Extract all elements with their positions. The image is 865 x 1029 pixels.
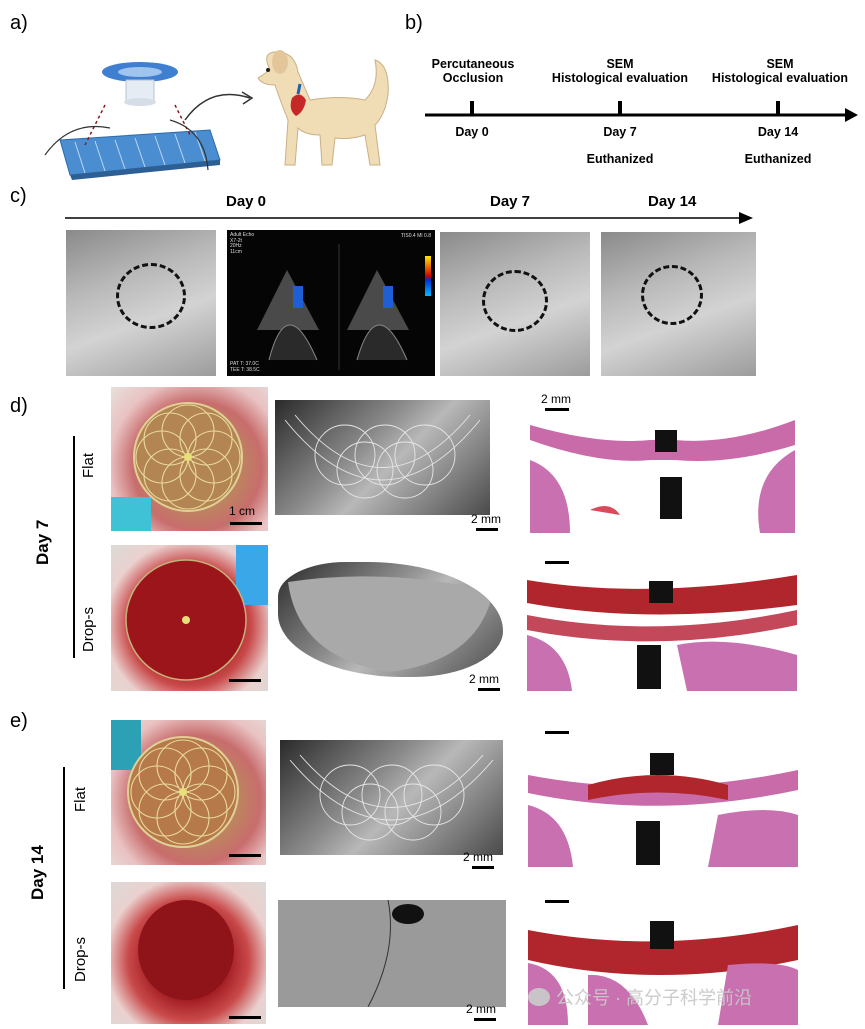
scalebar-sem-day7-drops (478, 688, 500, 691)
scalebar-photo-day7-drops (229, 679, 261, 682)
day0-tick-label: Day 0 (455, 125, 489, 139)
echo-top-left-text: Adult Echo X7-2t 20Hz 11cm (230, 232, 255, 255)
scalebar-histo-day14-flat (545, 731, 569, 734)
day7-drops-label: Drop-s (80, 606, 97, 652)
histology-day14-drops (528, 915, 798, 1025)
panel-label-d: d) (10, 395, 28, 417)
scalebar-sem-day7-flat (476, 528, 498, 531)
device-illustration (44, 62, 221, 180)
scalebar-photo-day14-drops (229, 1016, 261, 1019)
photo-day7-flat: 1 cm (111, 387, 268, 531)
day14-tick-label: Day 14 (757, 125, 799, 139)
day14-flat-label: Flat (72, 786, 89, 812)
c-label-day7: Day 7 (490, 193, 531, 210)
panel-label-b: b) (405, 12, 423, 34)
day7-tick-label: Day 7 (603, 125, 637, 139)
day14-group-label: Day 14 (28, 845, 47, 900)
panel-label-c: c) (10, 185, 27, 207)
sem-day14-drops (278, 900, 506, 1007)
histology-day14-flat (528, 745, 798, 867)
histology-day7-drops (527, 575, 797, 691)
wechat-icon (528, 988, 550, 1006)
day14-drops-label: Drop-s (72, 936, 89, 982)
scalebar-photo-day7-flat (230, 522, 262, 525)
scalelabel-sem-day14-flat: 2 mm (463, 850, 493, 864)
scalelabel-sem-day7-drops: 2 mm (469, 672, 499, 686)
photo-day14-flat (111, 720, 266, 865)
echocardiogram-day0: Adult Echo X7-2t 20Hz 11cm TIS0.4 MI 0.8… (227, 230, 435, 376)
watermark-text: 公众号 · 高分子科学前沿 (556, 988, 752, 1008)
euthanized-day14: Euthanized (744, 152, 812, 166)
watermark: 公众号 · 高分子科学前沿 (528, 984, 752, 1010)
photo-day7-drops (111, 545, 268, 691)
scalebar-photo-day14-flat (229, 854, 261, 857)
scalelabel-sem-day7-flat: 2 mm (471, 512, 501, 526)
curved-arrow-icon (184, 91, 254, 121)
sem-day7-drops (278, 562, 503, 677)
c-label-day0: Day 0 (226, 193, 267, 210)
fluoroscopy-day7 (440, 232, 590, 376)
echo-top-right-text: TIS0.4 MI 0.8 (400, 233, 431, 239)
day7-divider (73, 436, 75, 658)
panel-label-e: e) (10, 710, 28, 732)
photo-day14-drops (111, 882, 266, 1024)
day14-divider (63, 767, 65, 989)
dog-illustration (257, 50, 389, 166)
scalebar-sem-day14-drops (474, 1018, 496, 1021)
timeline-c-arrow (65, 212, 753, 224)
panel-label-a: a) (10, 12, 28, 34)
scalebar-sem-day14-flat (472, 866, 494, 869)
histology-day7-flat (530, 415, 795, 533)
scalebar-histo-day14-drops (545, 900, 569, 903)
day7-group-label: Day 7 (33, 519, 52, 565)
timeline-b (425, 101, 858, 122)
euthanized-day7: Euthanized (586, 152, 654, 166)
scalelabel-sem-day14-drops: 2 mm (466, 1002, 496, 1016)
day7-flat-label: Flat (80, 452, 97, 478)
scalelabel-histo-day7-flat: 2 mm (541, 392, 571, 406)
sem-day7-flat (275, 400, 490, 515)
sem-day14-flat (280, 740, 503, 855)
fluoroscopy-day14 (601, 232, 756, 376)
echo-bottom-left-text: PAT T: 37.0C TEE T: 38.5C (230, 361, 260, 373)
fluoroscopy-day0 (66, 230, 216, 376)
scalebar-histo-day7-drops (545, 561, 569, 564)
scalebar-histo-day7-flat (545, 408, 569, 411)
c-label-day14: Day 14 (648, 193, 697, 210)
scalelabel-photo-day7-flat: 1 cm (229, 504, 256, 518)
